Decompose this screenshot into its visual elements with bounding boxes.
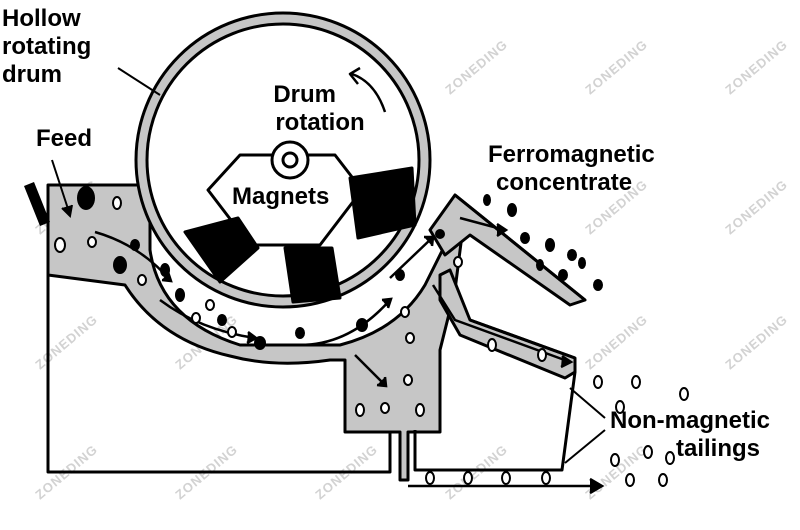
rotation-label-line: rotation — [275, 109, 364, 136]
concentrate-label: Ferromagnetic concentrate — [488, 141, 661, 196]
watermark: ZONEDING — [722, 37, 790, 98]
watermark: ZONEDING — [442, 442, 510, 503]
magnets-label: Magnets — [232, 183, 329, 210]
drum-leader-line — [117, 67, 161, 96]
watermark: ZONEDING — [582, 442, 650, 503]
flow-arrow-icon — [354, 354, 386, 386]
watermark: ZONEDING — [722, 312, 790, 373]
non-magnetic-particles — [54, 196, 689, 487]
feed-leader-line — [51, 159, 71, 216]
watermark: ZONEDING — [32, 312, 100, 373]
rotation-arrow-icon — [348, 66, 387, 113]
drum-label-line: Hollow — [2, 5, 81, 32]
magnet-block — [183, 216, 260, 284]
diagram-labels: Hollow rotating drum Feed Drum rotation … — [2, 5, 777, 462]
separator-frame — [46, 193, 586, 480]
concentrate-label-line: Ferromagnetic — [488, 141, 655, 168]
feed-plate — [24, 182, 50, 226]
magnet-hub — [206, 153, 364, 247]
tailings-label-line: Non-magnetic — [610, 407, 770, 434]
flow-arrow-icon — [299, 299, 391, 347]
rotation-label-line: Drum — [273, 81, 336, 108]
tailings-leader-line — [564, 429, 606, 464]
magnet-block — [283, 246, 342, 304]
left-tank — [46, 275, 392, 474]
rotation-label: Drum rotation — [273, 81, 364, 136]
magnetic-particles — [77, 186, 603, 350]
flow-arrow-icon — [431, 284, 571, 364]
right-tank — [406, 371, 577, 480]
watermark: ZONEDING — [582, 37, 650, 98]
magnet-assembly — [183, 140, 417, 304]
concentrate-plate — [454, 193, 586, 302]
flow-arrow-icon — [159, 298, 256, 340]
drum-label: Hollow rotating drum — [2, 5, 98, 88]
feed-leader-arrowhead — [61, 204, 73, 219]
tailings-leader-line — [569, 387, 606, 419]
concentrate-label-line: concentrate — [496, 169, 632, 196]
tailings-label: Non-magnetic tailings — [610, 407, 777, 462]
feed-label: Feed — [36, 125, 92, 152]
watermark: ZONEDING — [442, 37, 510, 98]
watermark: ZONEDING — [722, 177, 790, 238]
drum-label-line: drum — [2, 61, 62, 88]
tailings-plate — [469, 318, 576, 360]
watermark: ZONEDING — [582, 312, 650, 373]
magnet-block — [348, 166, 417, 240]
leader-lines — [51, 67, 606, 464]
drum-label-line: rotating — [2, 33, 91, 60]
tailings-label-line: tailings — [676, 435, 760, 462]
